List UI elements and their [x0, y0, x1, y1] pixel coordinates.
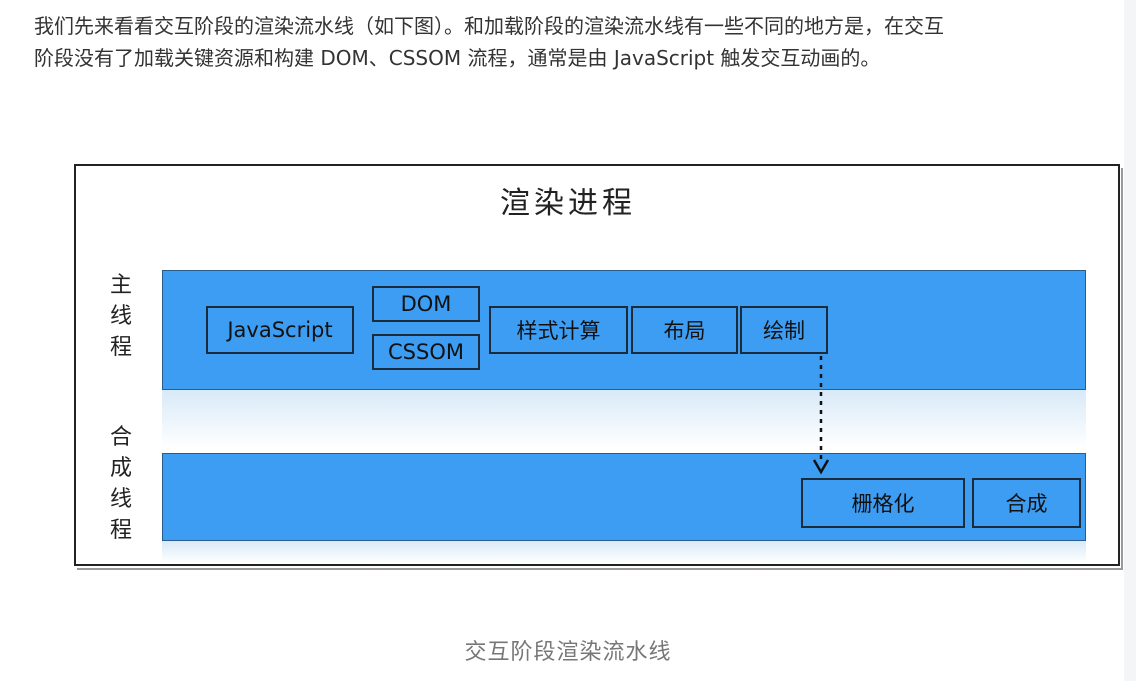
compositor-thread-label-char: 合: [109, 425, 132, 450]
paragraph-line-2: 阶段没有了加载关键资源和构建 DOM、CSSOM 流程，通常是由 JavaScr…: [34, 46, 881, 70]
step-paint: 绘制: [740, 306, 828, 354]
article-paragraph: 我们先来看看交互阶段的渲染流水线（如下图）。和加载阶段的渲染流水线有一些不同的地…: [34, 10, 1136, 74]
main-thread-lane: [162, 270, 1086, 390]
step-javascript: JavaScript: [206, 306, 354, 354]
diagram-title: 渲染进程: [500, 186, 636, 221]
main-thread-label-char: 程: [109, 335, 132, 360]
main-thread-lane-fade: [162, 390, 1086, 448]
paint-to-raster-arrow-icon: [812, 356, 830, 475]
paragraph-line-1: 我们先来看看交互阶段的渲染流水线（如下图）。和加载阶段的渲染流水线有一些不同的地…: [34, 14, 944, 38]
compositor-thread-lane-fade: [162, 541, 1086, 563]
main-thread-label-char: 线: [109, 304, 132, 329]
step-composite: 合成: [972, 478, 1081, 528]
main-thread-label: 主 线 程: [106, 270, 136, 363]
compositor-thread-label: 合 成 线 程: [106, 422, 136, 546]
step-dom: DOM: [372, 286, 480, 322]
compositor-thread-label-char: 线: [109, 487, 132, 512]
compositor-thread-label-char: 成: [109, 456, 132, 481]
compositor-thread-label-char: 程: [109, 518, 132, 543]
figure-caption: 交互阶段渲染流水线: [464, 640, 672, 665]
step-layout: 布局: [631, 306, 738, 354]
step-raster: 栅格化: [801, 478, 965, 528]
page-scroll-gutter: [1124, 0, 1136, 681]
step-cssom: CSSOM: [372, 334, 480, 370]
frame-shadow: [77, 168, 1123, 570]
main-thread-label-char: 主: [109, 273, 132, 298]
step-style: 样式计算: [489, 306, 628, 354]
